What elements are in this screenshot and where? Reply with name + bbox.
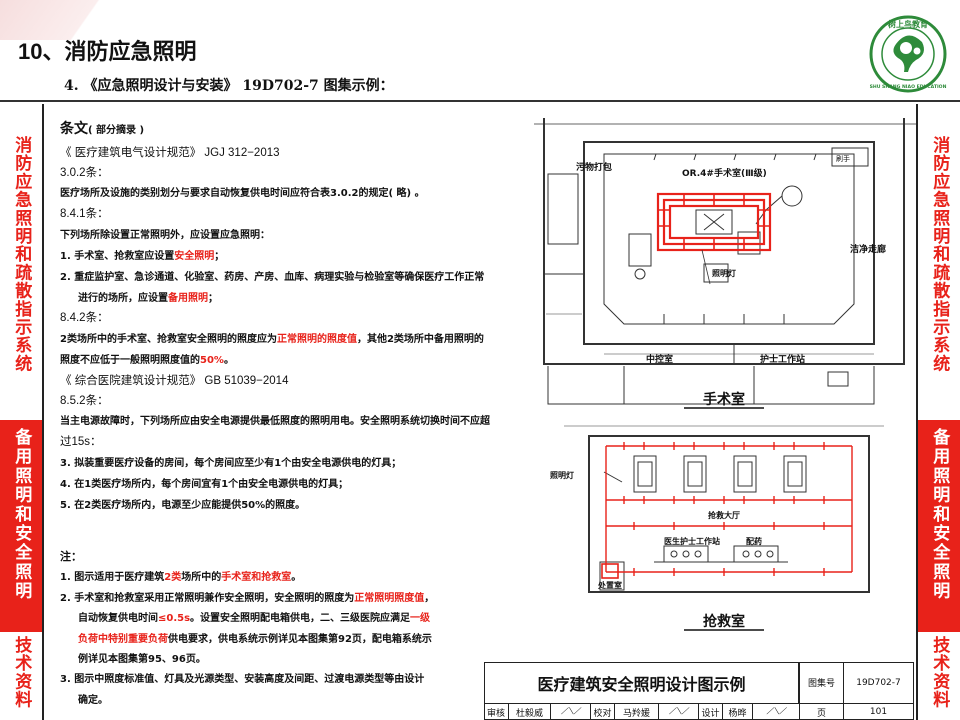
sidebar-left-block1: 消防应急照明和疏散指示系统	[0, 130, 42, 420]
sidebar-left-block3: 技术资料	[0, 632, 42, 720]
reviewer-name: 杜毅威	[508, 703, 550, 720]
clause-line: 下列场所除设置正常照明外，应设置应急照明：	[60, 230, 270, 241]
clause-line: 医疗场所及设施的类别划分与要求自动恢复供电时间应符合表3.0.2的规定( 略) …	[60, 188, 425, 199]
label-dirty-packing: 污物打包	[576, 161, 612, 173]
label-nurse-station: 护士工作站	[760, 353, 805, 365]
clause-line: 《 医疗建筑电气设计规范》 JGJ 312−2013	[60, 147, 280, 159]
note-line: 负荷中特别重要负荷供电要求，供电系统示例详见本图集第92页，配电箱系统示	[78, 634, 432, 645]
designer-signature: ⟋⟍⟋	[752, 703, 799, 720]
atlas-number: 19D702-7	[843, 662, 913, 703]
logo-top-text: 树上鸟教育	[888, 19, 928, 29]
note-line: 自动恢复供电时间≤0.5s。设置安全照明配电箱供电，二、三级医院应满足一级	[78, 613, 431, 624]
operating-room-plan: 污物打包 OR.4#手术室(Ⅲ级) 刷手 洁净走廊 照明灯 中控室 护士工作站 …	[534, 118, 916, 409]
checker-signature: ⟋⟍⟋	[658, 703, 698, 720]
designer-name: 杨晔	[722, 703, 752, 720]
corner-decoration	[0, 0, 150, 40]
drawing-sheet: 条文( 部分摘录 ) 《 医疗建筑电气设计规范》 JGJ 312−2013 3.…	[42, 104, 918, 720]
reviewer-signature: ⟋⟍⟋	[550, 703, 590, 720]
check-label: 校对	[590, 703, 614, 720]
er-caption: 抢救室	[703, 613, 745, 630]
sidebar-right-block3: 技术资料	[918, 632, 960, 720]
title-block: 医疗建筑安全照明设计图示例 图集号 19D702-7 审核 杜毅威 ⟋⟍⟋ 校对…	[484, 662, 914, 720]
title-block-title: 医疗建筑安全照明设计图示例	[485, 663, 799, 703]
logo-bottom-text: SHU SHANG NIAO EDUCATION	[870, 84, 947, 90]
label-control-room: 中控室	[646, 353, 673, 365]
or-caption: 手术室	[703, 391, 745, 408]
note-line: 2. 手术室和抢救室采用正常照明兼作安全照明，安全照明的照度为正常照明照度值，	[60, 593, 435, 604]
clause-line: 2类场所中的手术室、抢救室安全照明的照度应为正常照明的照度值，其他2类场所中备用…	[60, 334, 484, 345]
clause-line: 5. 在2类医疗场所内，电源至少应能提供50%的照度。	[60, 500, 306, 511]
label-scrub: 刷手	[836, 154, 850, 163]
note-line: 确定。	[78, 695, 108, 706]
sidebar-left-block2: 备用照明和安全照明	[0, 420, 42, 632]
page-title: 10、消防应急照明	[18, 39, 197, 65]
clause-line: 3.0.2条：	[60, 167, 109, 179]
checker-name: 马羚媛	[614, 703, 658, 720]
sidebar-right-block2: 备用照明和安全照明	[918, 420, 960, 632]
note-line: 例详见本图集第95、96页。	[78, 654, 206, 665]
notes-heading: 注：	[60, 550, 82, 563]
label-er-lamp: 照明灯	[550, 470, 574, 480]
clause-line: 1. 手术室、抢救室应设置安全照明；	[60, 251, 225, 262]
brand-logo: 树上鸟教育 SHU SHANG NIAO EDUCATION	[869, 15, 947, 93]
clause-line: 当主电源故障时，下列场所应由安全电源提供最低照度的照明用电。安全照明系统切换时间…	[60, 416, 490, 427]
clause-line: 2. 重症监护室、急诊通道、化验室、药房、产房、血库、病理实验与检验室等确保医疗…	[60, 272, 485, 283]
clause-line: 4. 在1类医疗场所内，每个房间宜有1个由安全电源供电的灯具；	[60, 479, 349, 490]
review-label: 审核	[484, 703, 508, 720]
clause-line: 3. 拟装重要医疗设备的房间，每个房间应至少有1个由安全电源供电的灯具；	[60, 458, 402, 469]
page-label: 页	[799, 703, 843, 720]
page-number: 101	[843, 703, 913, 720]
clause-line: 过15s：	[60, 436, 102, 448]
label-or-lamp: 照明灯	[712, 268, 736, 278]
label-er-panel: 处置室	[597, 580, 622, 590]
label-or-room: OR.4#手术室(Ⅲ级)	[682, 167, 767, 179]
clause-line: 进行的场所，应设置备用照明；	[78, 293, 218, 304]
clause-line: 8.5.2条：	[60, 395, 109, 407]
note-line: 3. 图示中照度标准值、灯具及光源类型、安装高度及间距、过渡电源类型等由设计	[60, 674, 425, 685]
clause-line: 8.4.1条：	[60, 208, 109, 220]
label-er-hall: 抢救大厅	[708, 510, 740, 520]
clauses-heading: 条文( 部分摘录 )	[60, 121, 145, 137]
clause-line: 照度不应低于一般照明照度值的50%。	[60, 355, 234, 366]
label-er-desk: 医生护士工作站	[664, 536, 720, 546]
atlas-label: 图集号	[799, 662, 843, 703]
page-subtitle: 4. 《应急照明设计与安装》 19D702-7 图集示例：	[64, 78, 394, 94]
sidebar-right-block1: 消防应急照明和疏散指示系统	[918, 130, 960, 420]
top-divider	[0, 100, 960, 102]
label-er-pharmacy: 配药	[746, 536, 762, 546]
clause-line: 《 综合医院建筑设计规范》 GB 51039−2014	[60, 375, 289, 387]
note-line: 1. 图示适用于医疗建筑2类场所中的手术室和抢救室。	[60, 572, 302, 583]
emergency-room-plan: 照明灯 抢救大厅 医生护士工作站 配药 处置室 抢救室	[550, 425, 884, 631]
clause-line: 8.4.2条：	[60, 312, 109, 324]
design-label: 设计	[698, 703, 722, 720]
label-clean-corridor: 洁净走廊	[850, 243, 886, 255]
